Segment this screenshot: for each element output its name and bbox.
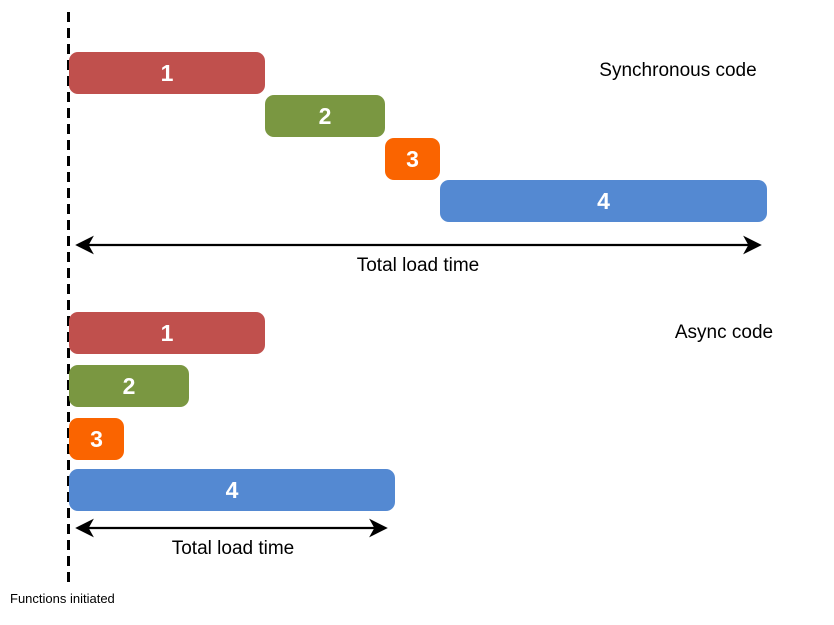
bar-sync-2: 2	[265, 95, 385, 137]
bar-async-1: 1	[69, 312, 265, 354]
bar-async-2: 2	[69, 365, 189, 407]
sync-section-title: Synchronous code	[599, 60, 757, 81]
async-section-title: Async code	[674, 322, 774, 343]
bar-async-3: 3	[69, 418, 124, 460]
bar-async-4: 4	[69, 469, 395, 511]
sync-total-load-time-label: Total load time	[356, 255, 480, 276]
async-total-load-time-label: Total load time	[171, 538, 295, 559]
bar-sync-1: 1	[69, 52, 265, 94]
functions-initiated-label: Functions initiated	[10, 591, 115, 606]
bar-sync-3: 3	[385, 138, 440, 180]
bar-sync-4: 4	[440, 180, 767, 222]
